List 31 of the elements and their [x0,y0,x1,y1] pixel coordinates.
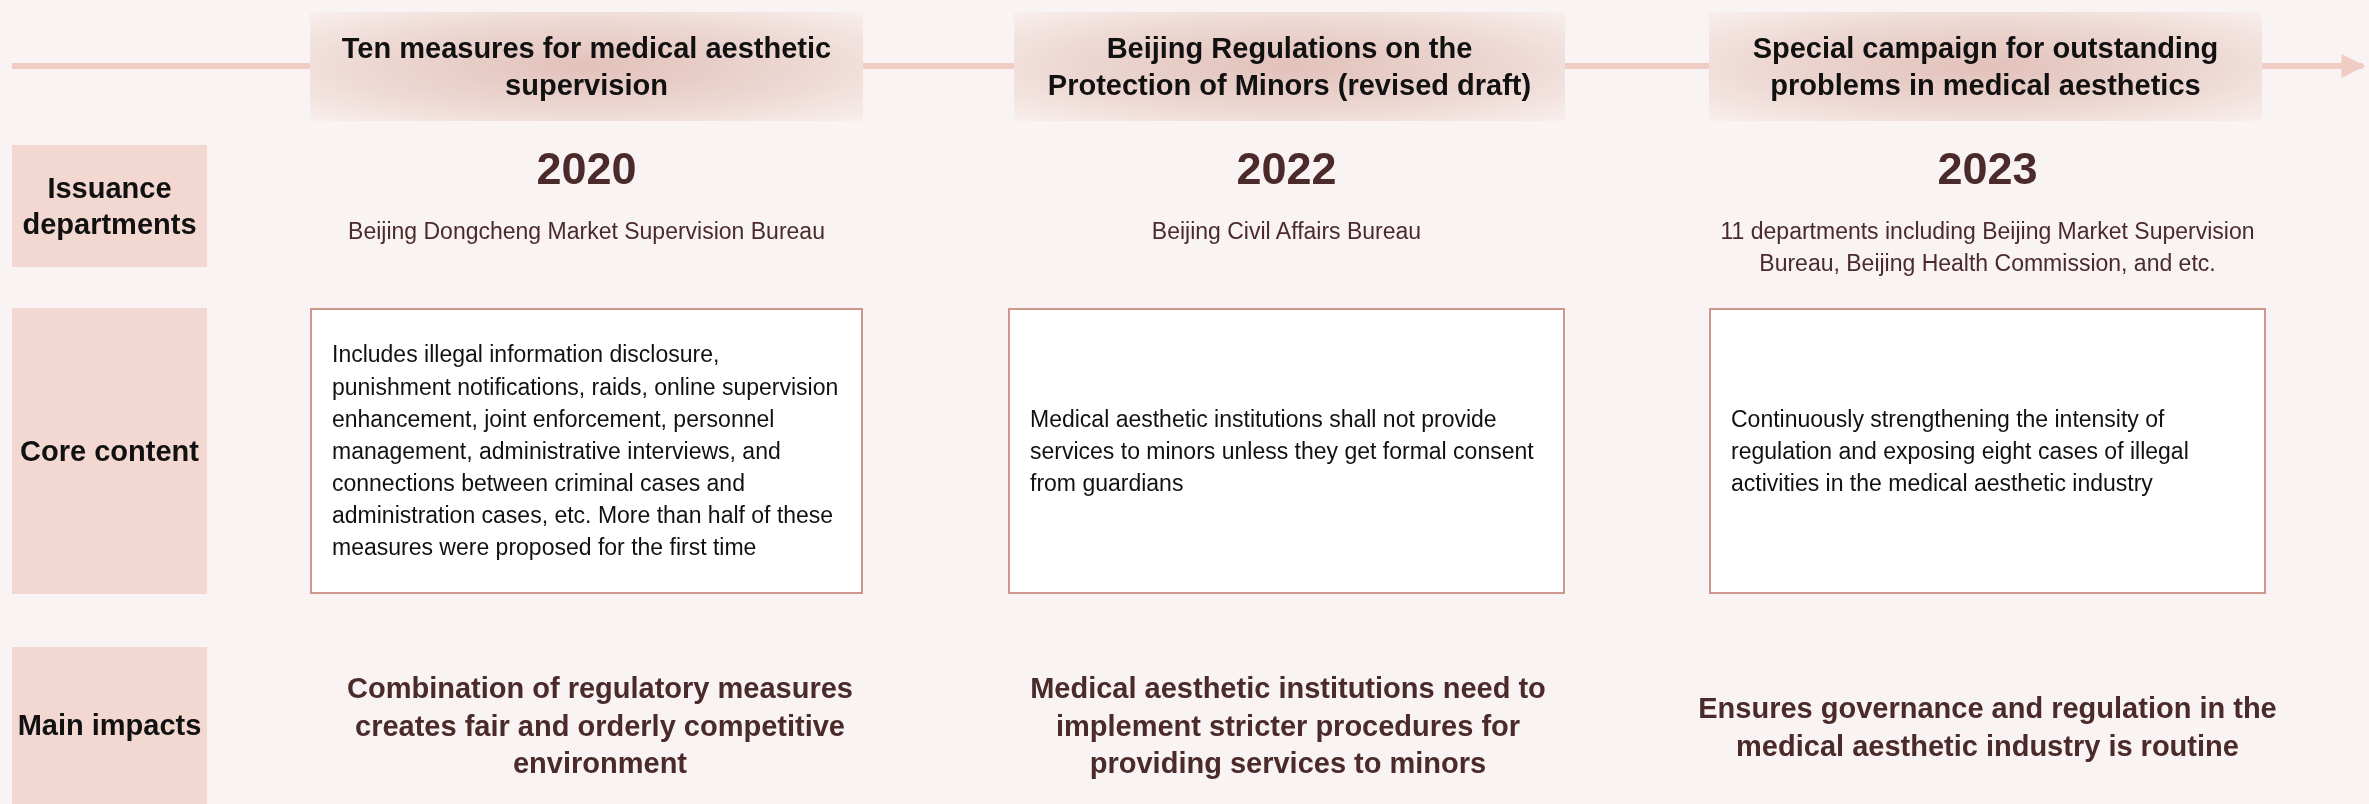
row-header-text: Core content [20,433,199,469]
banner-title: Special campaign for outstanding problems in medical aesthetics [1751,31,2220,103]
content-text: Includes illegal information disclosure, punishment notifications, raids, online supervision enhancement, joint enforcement, personnel management, administrative interviews, and connections between criminal cases and administration cases, etc. More than half of these measures were proposed for the first time [332,340,840,563]
banner-title: Beijing Regulations on the Protection of Minors (revised draft) [1046,31,1533,103]
content-box [1709,308,2266,594]
row-header [12,647,207,804]
title-banner [1709,12,2262,121]
department-text: Beijing Dongcheng Market Supervision Bureau [347,217,826,246]
row-header [12,145,207,267]
row-header [12,308,207,594]
banner-title: Ten measures for medical aesthetic supervision [340,31,833,103]
content-box [1008,308,1565,594]
year-label: 2020 [535,143,638,195]
impact-text: Combination of regulatory measures creates fair and orderly competitive environment [346,671,854,782]
content-text: Medical aesthetic institutions shall not provide services to minors unless they get formal consent from guardians [1030,404,1535,499]
title-banner [1014,12,1565,121]
department-text: Beijing Civil Affairs Bureau [1150,217,1423,246]
year-label: 2023 [1936,143,2039,195]
department-text: 11 departments including Beijing Market Supervision Bureau, Beijing Health Commission, and etc. [1719,217,2256,279]
content-box [310,308,863,594]
row-header-text: Main impacts [17,708,202,744]
year-label: 2022 [1235,143,1338,195]
impact-text: Ensures governance and regulation in the medical aesthetic industry is routine [1697,691,2278,764]
timeline-arrow [2262,54,2366,78]
row-header-text: Issuance departments [21,170,198,242]
content-text: Continuously strengthening the intensity of regulation and exposing eight cases of illegal activities in the medical aesthetic industry [1731,404,2190,499]
timeline-line [12,63,310,69]
timeline-line [1565,63,1709,69]
timeline-line [863,63,1014,69]
title-banner [310,12,863,121]
impact-text: Medical aesthetic institutions need to implement stricter procedures for providing services to minors [1029,671,1547,782]
